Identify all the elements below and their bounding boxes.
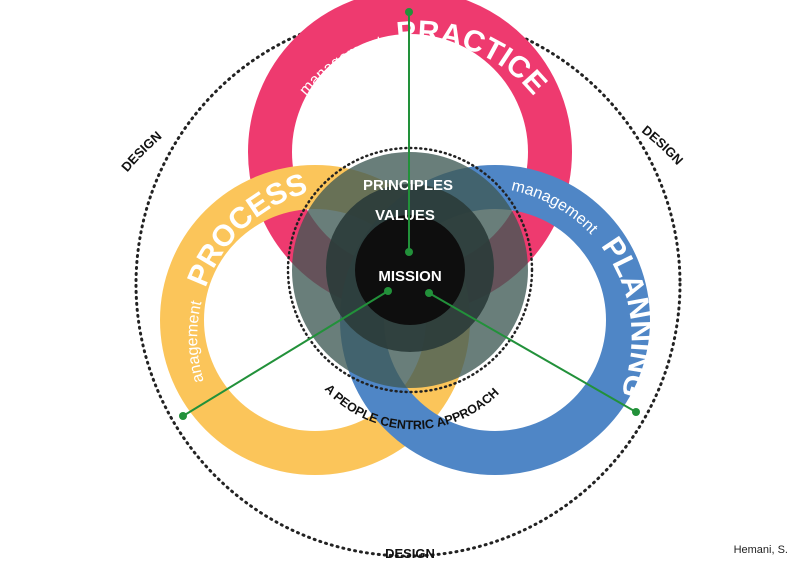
mission-label: MISSION xyxy=(378,268,441,285)
connector-dot xyxy=(425,289,433,297)
connector-dot xyxy=(405,248,413,256)
author-credit: Hemani, S. xyxy=(733,544,788,556)
design-boundary-circle xyxy=(134,10,682,558)
values-label: VALUES xyxy=(375,207,435,224)
connector-dots xyxy=(179,8,640,420)
connector-dot xyxy=(632,408,640,416)
design-label-bottom: DESIGN xyxy=(385,546,435,561)
connector-right xyxy=(428,292,637,413)
connector-dot xyxy=(405,8,413,16)
design-label-right: DESIGN xyxy=(639,122,686,167)
practice-word: PRACTICE xyxy=(395,15,553,101)
connector-left xyxy=(182,290,389,417)
design-label-left: DESIGN xyxy=(118,128,164,174)
connectors xyxy=(182,12,637,417)
connector-dot xyxy=(384,287,392,295)
connector-dot xyxy=(179,412,187,420)
